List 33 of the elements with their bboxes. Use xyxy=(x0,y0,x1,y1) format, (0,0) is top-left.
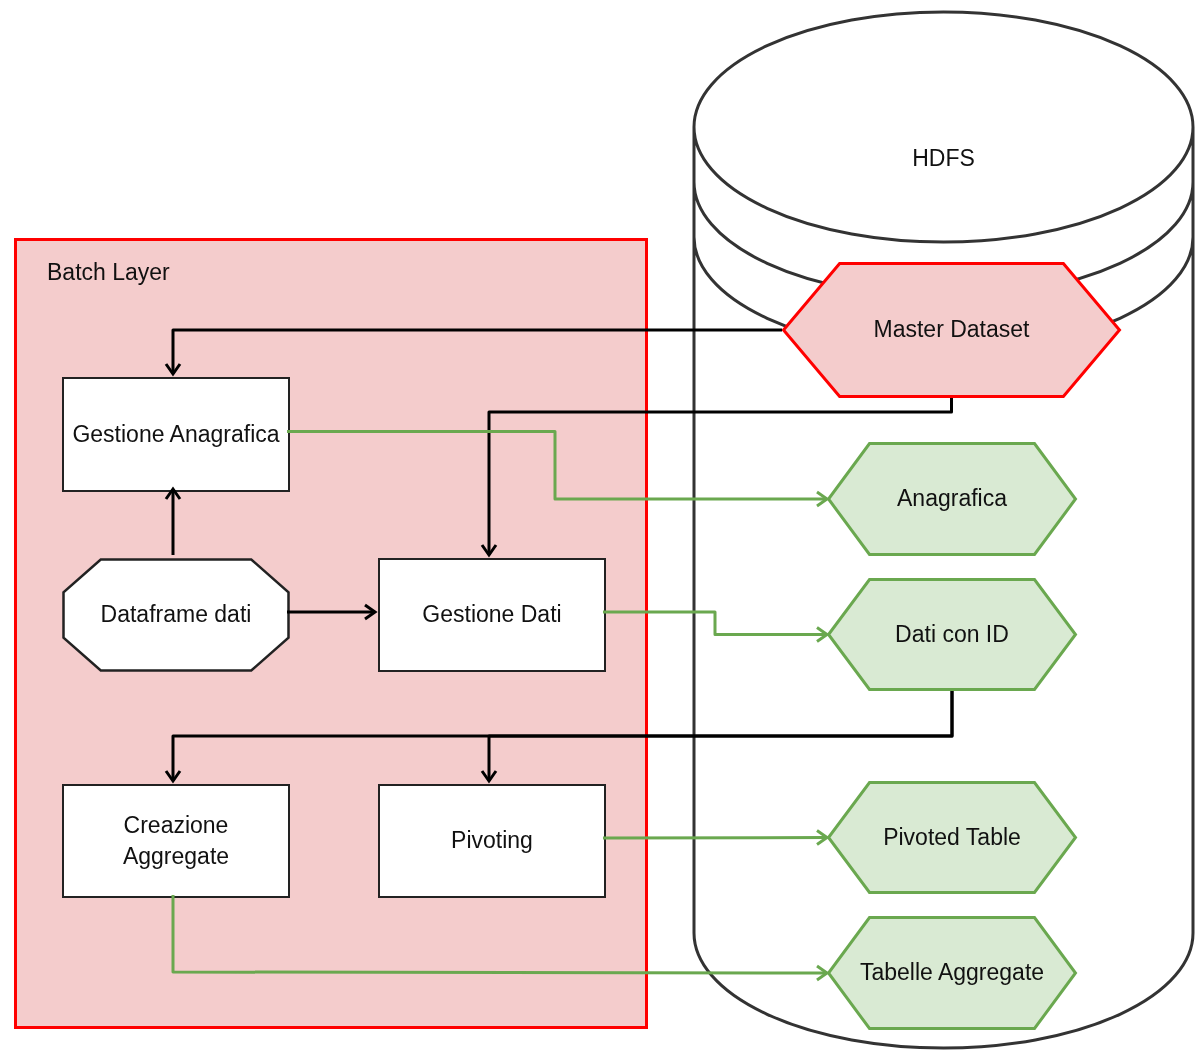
arrow xyxy=(287,430,829,508)
arrow xyxy=(164,487,182,555)
node-label: Pivoted Table xyxy=(882,823,1022,852)
node-label: Pivoting xyxy=(450,826,534,856)
storage-cylinder xyxy=(692,10,1195,1050)
layer-title: Batch Layer xyxy=(47,258,170,287)
arrow xyxy=(480,398,953,557)
node-label: Gestione Anagrafica xyxy=(71,420,281,449)
storage-label: HDFS xyxy=(911,144,976,173)
node-label: Master Dataset xyxy=(872,315,1031,345)
output-hexagon xyxy=(827,578,1077,691)
arrow xyxy=(603,829,829,846)
arrow xyxy=(603,610,829,643)
output-hexagon xyxy=(827,442,1077,556)
node-label: Dataframe dati xyxy=(99,600,253,630)
process-box xyxy=(62,377,290,492)
node-label: Tabelle Aggregate xyxy=(858,958,1046,988)
node-label: Gestione Dati xyxy=(421,600,563,630)
node-label: Creazione Aggregate xyxy=(121,810,231,871)
arrow xyxy=(287,603,377,621)
process-box xyxy=(378,558,606,672)
output-hexagon xyxy=(827,781,1077,894)
node-label: Anagrafica xyxy=(896,484,1008,514)
arrow xyxy=(480,691,954,783)
output-hexagon xyxy=(827,916,1077,1030)
dataset-hexagon xyxy=(782,262,1121,398)
layer-panel xyxy=(14,238,648,1029)
arrow xyxy=(171,895,829,982)
input-octagon xyxy=(62,558,290,672)
node-label: Dati con ID xyxy=(894,620,1010,649)
arrow xyxy=(164,328,782,376)
process-box xyxy=(378,784,606,898)
process-box xyxy=(62,784,290,898)
